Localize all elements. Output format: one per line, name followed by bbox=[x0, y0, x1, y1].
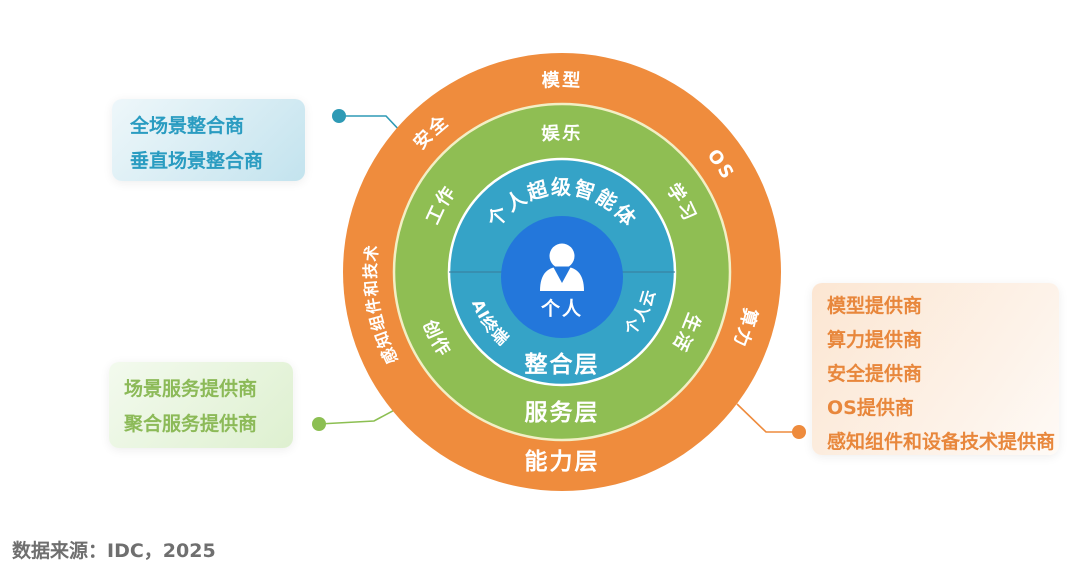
callout-capability-line-3: 安全提供商 bbox=[827, 363, 923, 385]
service-label-entertainment: 娱乐 bbox=[541, 122, 583, 145]
capability-layer-label: 能力层 bbox=[525, 448, 600, 475]
callout-integrators: 全场景整合商 垂直场景整合商 bbox=[112, 99, 305, 181]
service-layer-label: 服务层 bbox=[525, 400, 600, 426]
callout-integrators-line-2: 垂直场景整合商 bbox=[130, 150, 264, 172]
callout-capability-line-4: OS提供商 bbox=[827, 397, 914, 419]
connector-capability-dot bbox=[792, 425, 806, 439]
source-note: 数据来源：IDC，2025 bbox=[12, 540, 216, 562]
capability-label-model: 模型 bbox=[541, 69, 583, 92]
connector-capability-line bbox=[736, 403, 799, 433]
callout-capability-line-5: 感知组件和设备技术提供商 bbox=[827, 431, 1056, 453]
callout-capability-line-2: 算力提供商 bbox=[827, 329, 923, 351]
callout-capability-line-1: 模型提供商 bbox=[827, 295, 923, 317]
connector-integrators-dot bbox=[332, 109, 346, 123]
center-label: 个人 bbox=[540, 298, 583, 320]
callout-integrators-line-1: 全场景整合商 bbox=[130, 115, 245, 137]
callout-capability-providers: 模型提供商 算力提供商 安全提供商 OS提供商 感知组件和设备技术提供商 bbox=[812, 283, 1059, 455]
connector-service-dot bbox=[312, 417, 326, 431]
callout-service-line-2: 聚合服务提供商 bbox=[124, 413, 258, 435]
callout-service-providers: 场景服务提供商 聚合服务提供商 bbox=[109, 362, 293, 448]
connector-capability-providers bbox=[736, 403, 806, 439]
person-icon bbox=[540, 243, 584, 291]
callout-service-line-1: 场景服务提供商 bbox=[124, 378, 258, 400]
integration-layer-label: 整合层 bbox=[525, 351, 600, 378]
